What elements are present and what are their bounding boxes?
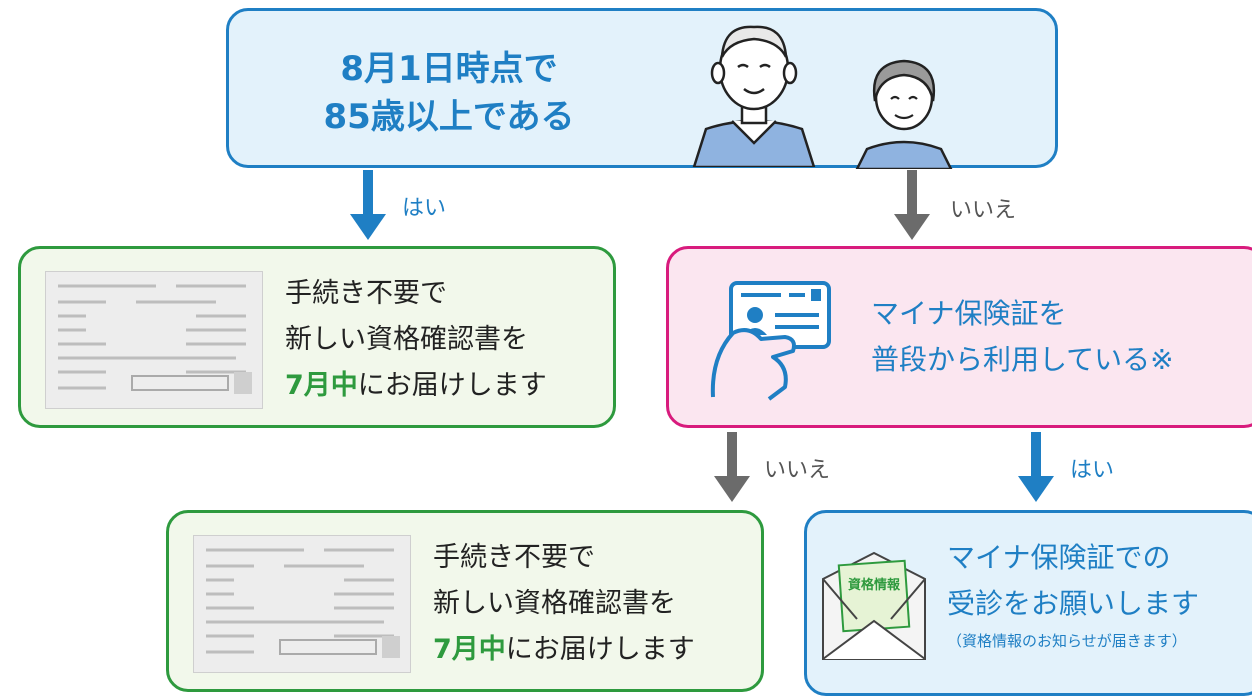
elderly-man-icon (692, 25, 816, 167)
delivery-month-2: 7月中 (433, 634, 506, 665)
elderly-woman-icon (855, 59, 953, 169)
no-label-1: いいえ (950, 198, 1017, 223)
envelope-icon: 資格情報 (822, 551, 926, 660)
mynumber-usage-question-box: マイナ保険証を 普段から利用している※ (666, 246, 1252, 428)
certificate-delivery-text-1: 手続き不要で 新しい資格確認書を 7月中にお届けします (285, 278, 547, 401)
qualification-card-icon (45, 271, 263, 409)
yes-label-1: はい (402, 196, 447, 221)
no-arrow-1 (894, 170, 930, 240)
certificate-delivery-text-2: 手続き不要で 新しい資格確認書を 7月中にお届けします (433, 542, 695, 665)
certificate-delivery-box-2: 手続き不要で 新しい資格確認書を 7月中にお届けします (166, 510, 764, 692)
mynumber-consultation-box: 資格情報 マイナ保険証での 受診をお願いします （資格情報のお知らせが届きます） (804, 510, 1252, 696)
no-label-2: いいえ (764, 458, 831, 483)
envelope-label: 資格情報 (848, 577, 901, 593)
delivery-month-1: 7月中 (285, 370, 358, 401)
yes-label-2: はい (1070, 458, 1115, 483)
yes-arrow-1 (350, 170, 386, 240)
mynumber-consultation-text: マイナ保険証での 受診をお願いします （資格情報のお知らせが届きます） (947, 535, 1199, 653)
certificate-delivery-box-1: 手続き不要で 新しい資格確認書を 7月中にお届けします (18, 246, 616, 428)
consultation-note: （資格情報のお知らせが届きます） (947, 632, 1187, 650)
qualification-card-icon (193, 535, 411, 673)
hand-holding-card-icon (710, 281, 831, 401)
mynumber-usage-question-text: マイナ保険証を 普段から利用している※ (871, 297, 1174, 376)
yes-arrow-2 (1018, 432, 1054, 502)
no-arrow-2 (714, 432, 750, 502)
